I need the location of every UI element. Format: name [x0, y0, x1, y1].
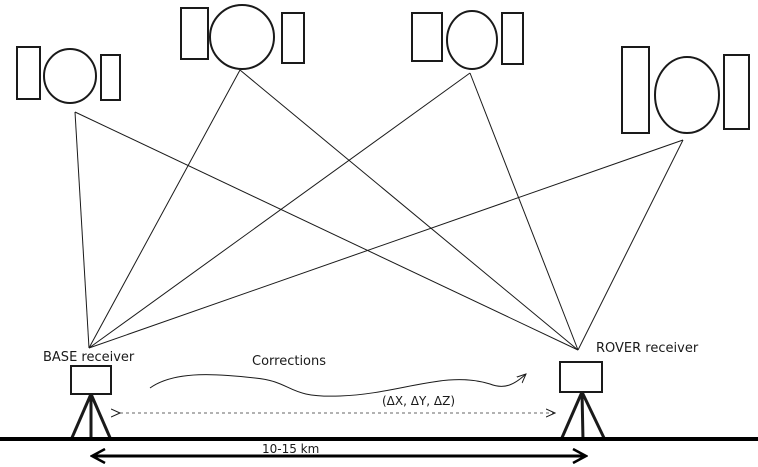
signal-sat3-rover: [469, 72, 579, 351]
base-receiver-tripod-icon: [69, 365, 113, 441]
rover-receiver-tripod-icon: [559, 361, 607, 441]
signal-sat4-base: [88, 139, 684, 349]
satellite-3-icon: [411, 10, 524, 70]
base-receiver-label: BASE receiver: [43, 350, 135, 365]
signal-sat3-base: [88, 72, 471, 349]
signal-sat2-base: [88, 69, 241, 349]
corrections-label: Corrections: [252, 354, 327, 369]
signal-sat1-rover: [74, 111, 579, 351]
rover-receiver-label: ROVER receiver: [596, 341, 699, 356]
distance-label: 10-15 km: [262, 442, 320, 456]
satellite-4-icon: [621, 46, 750, 134]
delta-label: (ΔX, ΔY, ΔZ): [382, 394, 456, 408]
signal-sat2-rover: [239, 69, 579, 351]
satellite-2-icon: [180, 4, 305, 70]
satellite-1-icon: [16, 46, 121, 104]
signal-lines: [74, 69, 684, 351]
signal-sat1-base: [74, 111, 90, 349]
corrections-arrow: [149, 374, 526, 397]
signal-sat4-rover: [577, 139, 684, 351]
